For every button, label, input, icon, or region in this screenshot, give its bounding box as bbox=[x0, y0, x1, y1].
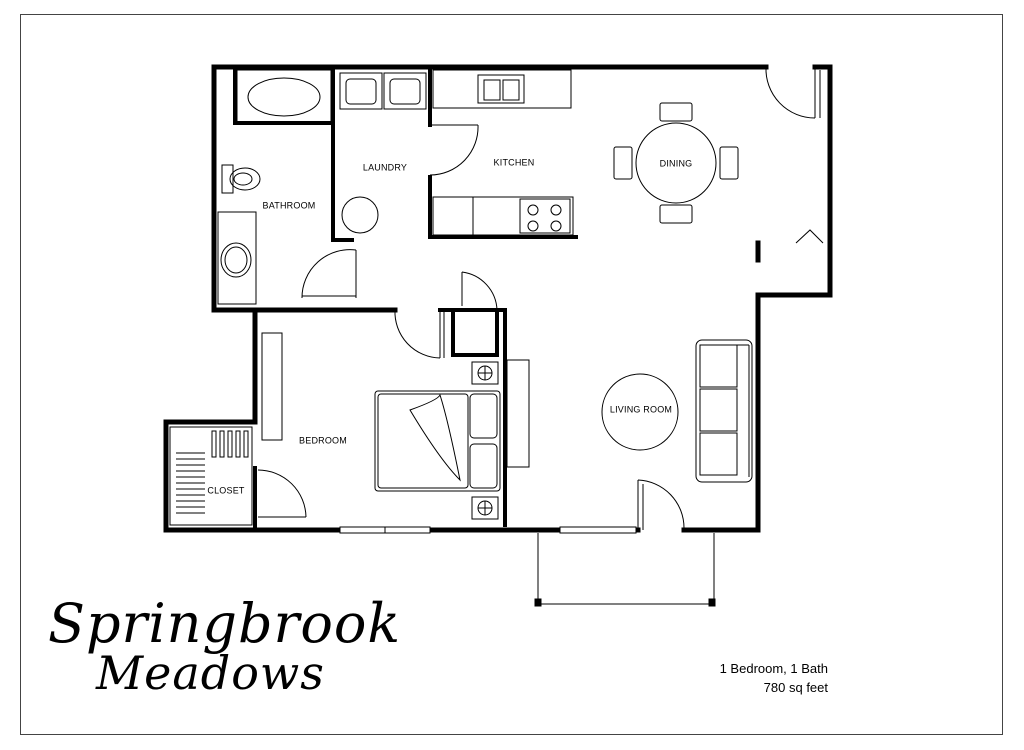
sink bbox=[217, 211, 257, 305]
living-room-rug bbox=[601, 373, 679, 451]
bed bbox=[374, 361, 501, 520]
brand-line-1: Springbrook bbox=[48, 592, 402, 655]
label-bedroom: BEDROOM bbox=[299, 435, 347, 445]
kitchen-counters bbox=[432, 69, 574, 236]
hanger bbox=[211, 430, 217, 458]
exterior-walls bbox=[163, 64, 833, 533]
closet-shelving bbox=[169, 426, 253, 526]
label-bathroom: BATHROOM bbox=[263, 200, 316, 210]
label-kitchen: KITCHEN bbox=[494, 157, 535, 167]
hanger bbox=[219, 430, 225, 458]
unit-type: 1 Bedroom, 1 Bath bbox=[719, 661, 828, 676]
brand-logo: Springbrook Meadows bbox=[48, 592, 400, 707]
label-closet: CLOSET bbox=[207, 485, 245, 495]
washer-dryer bbox=[339, 72, 427, 234]
page-border bbox=[20, 14, 1003, 735]
label-laundry: LAUNDRY bbox=[363, 162, 407, 172]
dining-table bbox=[613, 102, 739, 224]
sofa bbox=[695, 339, 753, 483]
brand-line-2: Meadows bbox=[96, 646, 325, 700]
windows bbox=[339, 526, 637, 534]
dresser bbox=[261, 332, 530, 468]
hanger bbox=[227, 430, 233, 458]
doors bbox=[257, 66, 824, 530]
interior-walls bbox=[233, 65, 578, 532]
hanger bbox=[235, 430, 241, 458]
patio bbox=[534, 533, 716, 607]
unit-size: 780 sq feet bbox=[763, 680, 828, 695]
label-dining: DINING bbox=[660, 158, 693, 168]
hanger bbox=[243, 430, 249, 458]
unit-info: 1 Bedroom, 1 Bath 780 sq feet bbox=[720, 659, 828, 697]
bathtub bbox=[236, 69, 332, 123]
label-living-room: LIVING ROOM bbox=[610, 404, 672, 414]
toilet bbox=[221, 164, 261, 194]
